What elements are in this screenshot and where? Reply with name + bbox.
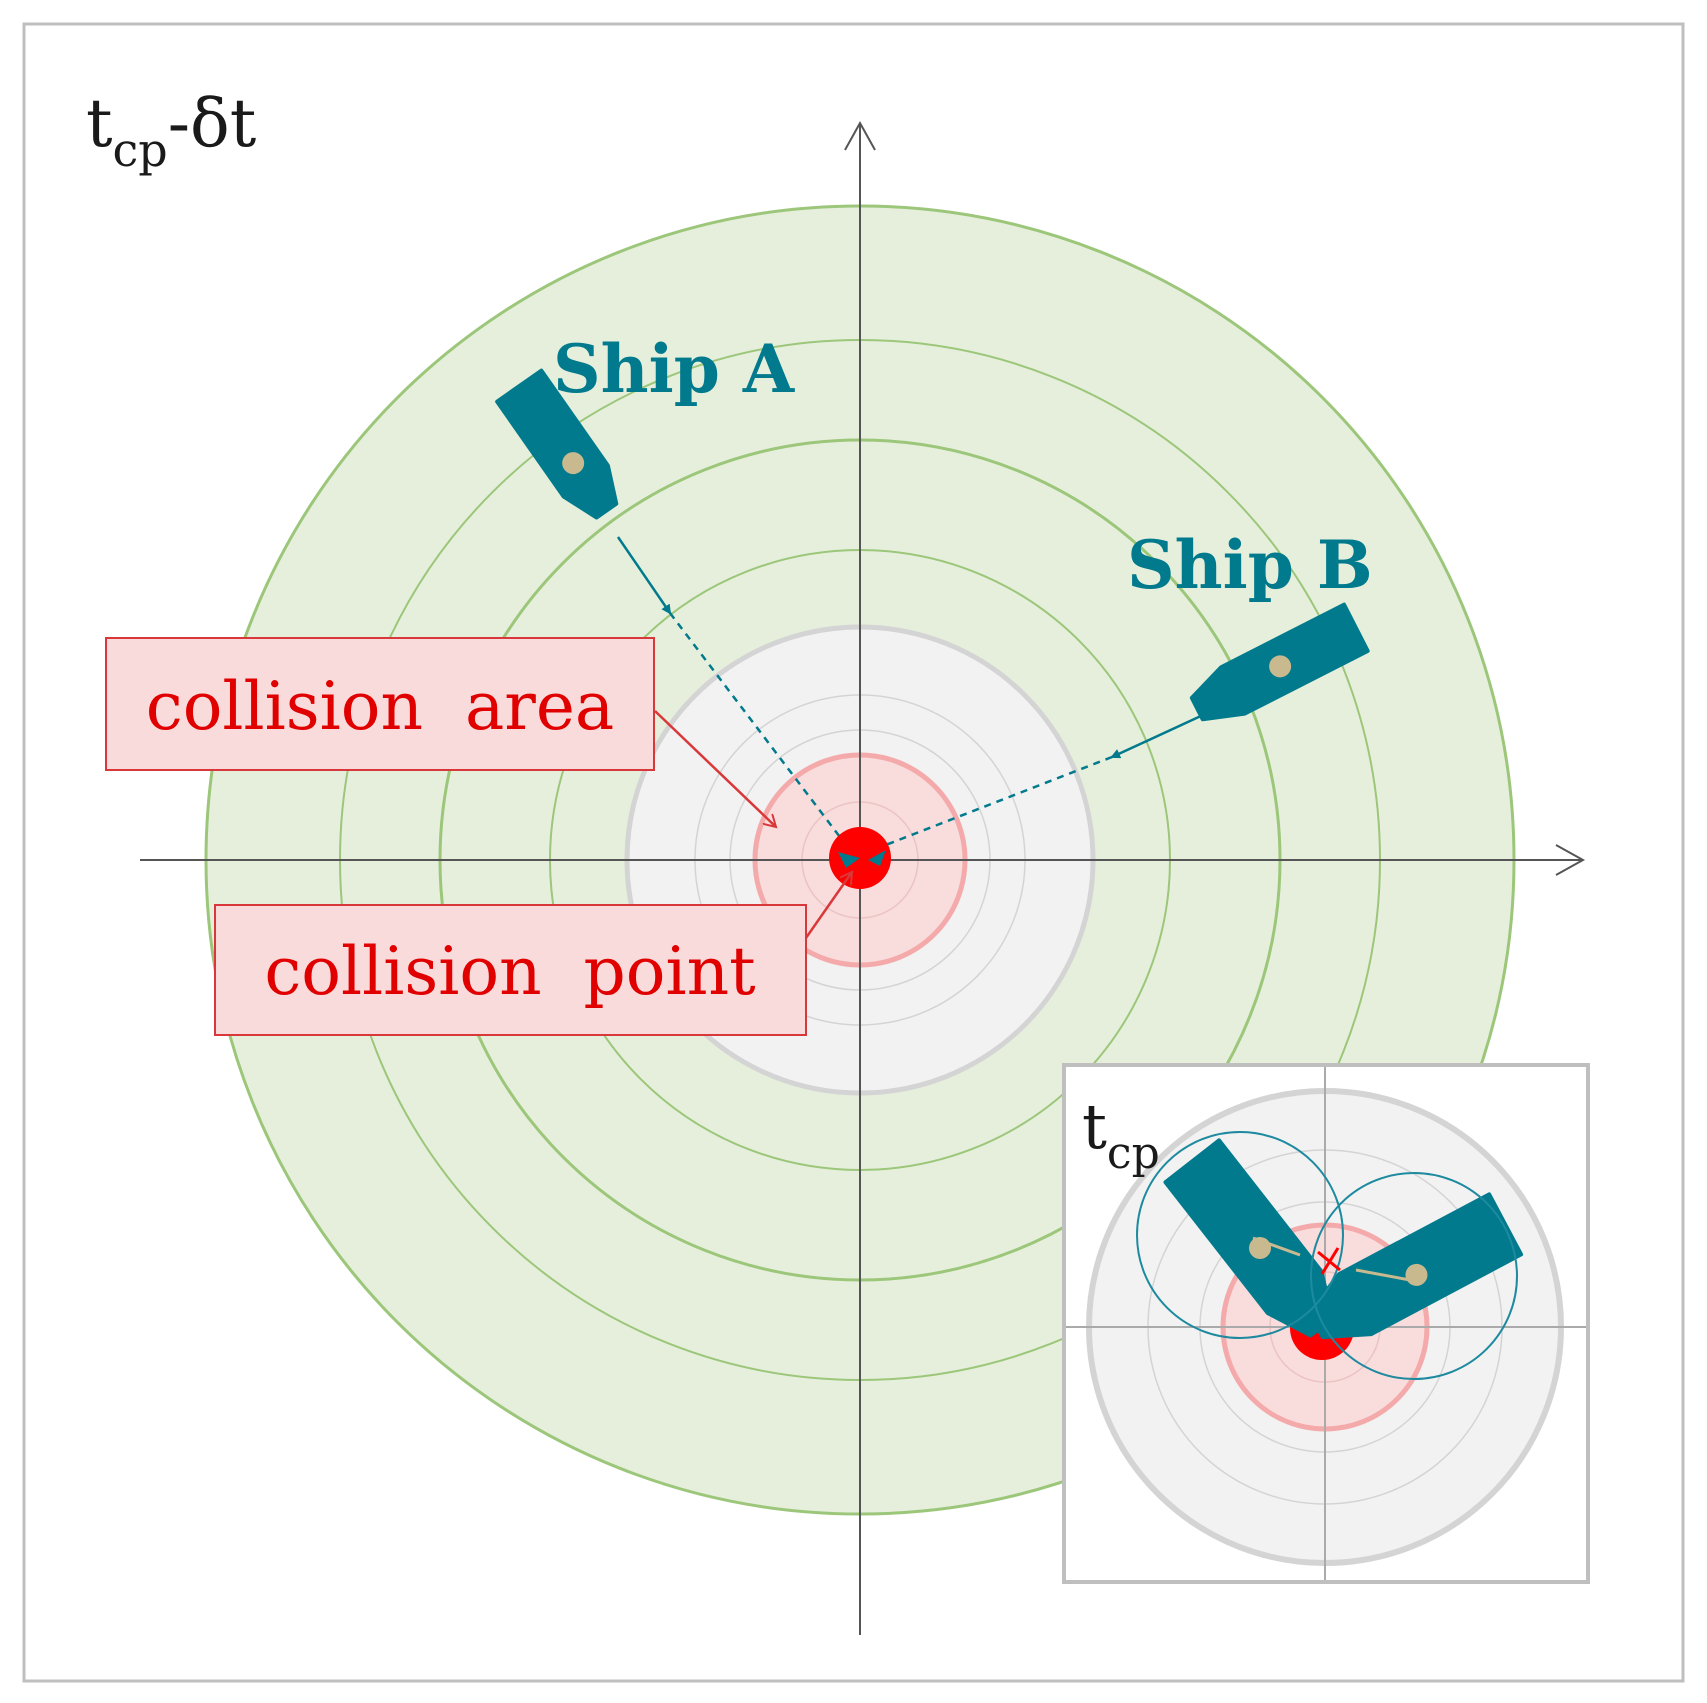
ship-b-path-dashed: [877, 755, 1113, 850]
trajectories: [616, 536, 1204, 850]
ship-b: [1189, 602, 1370, 722]
collision-point-marker: [829, 827, 891, 889]
collision-area-label: collision area: [146, 668, 615, 745]
y-axis-arrowhead: [844, 120, 876, 151]
ship-b-path-solid: [1110, 713, 1204, 759]
inset-ship-a-domain: [1136, 1131, 1344, 1339]
ship-a-center-dot: [562, 452, 585, 475]
inset-title-subscript: cp: [1107, 1128, 1160, 1179]
inset-ship-b-domain: [1310, 1172, 1518, 1380]
title-suffix: -δt: [168, 85, 257, 162]
page-title: tcp-δt: [86, 85, 256, 177]
ship-a-path-dashed: [669, 612, 847, 846]
title-subscript: cp: [113, 123, 168, 177]
ship-b-label: Ship B: [1127, 526, 1373, 604]
ship-a: [495, 368, 619, 520]
inset-title-base: t: [1082, 1090, 1107, 1163]
inset-panel: tcp: [1062, 1063, 1590, 1584]
inset-midpoint-cross: [1317, 1247, 1341, 1275]
inset-title: tcp: [1082, 1090, 1160, 1179]
inset-ship-b: [1307, 1192, 1524, 1340]
ship-b-center-dot: [1269, 655, 1292, 678]
ship-a-label: Ship A: [553, 330, 795, 408]
x-axis-arrowhead: [1555, 844, 1586, 876]
collision-point-callout: collision point: [214, 904, 807, 1036]
collision-area-pointer: [654, 710, 776, 827]
title-base: t: [86, 85, 113, 162]
collision-point-label: collision point: [264, 933, 755, 1010]
ship-a-path-solid: [616, 536, 672, 615]
collision-area-callout: collision area: [105, 637, 655, 771]
